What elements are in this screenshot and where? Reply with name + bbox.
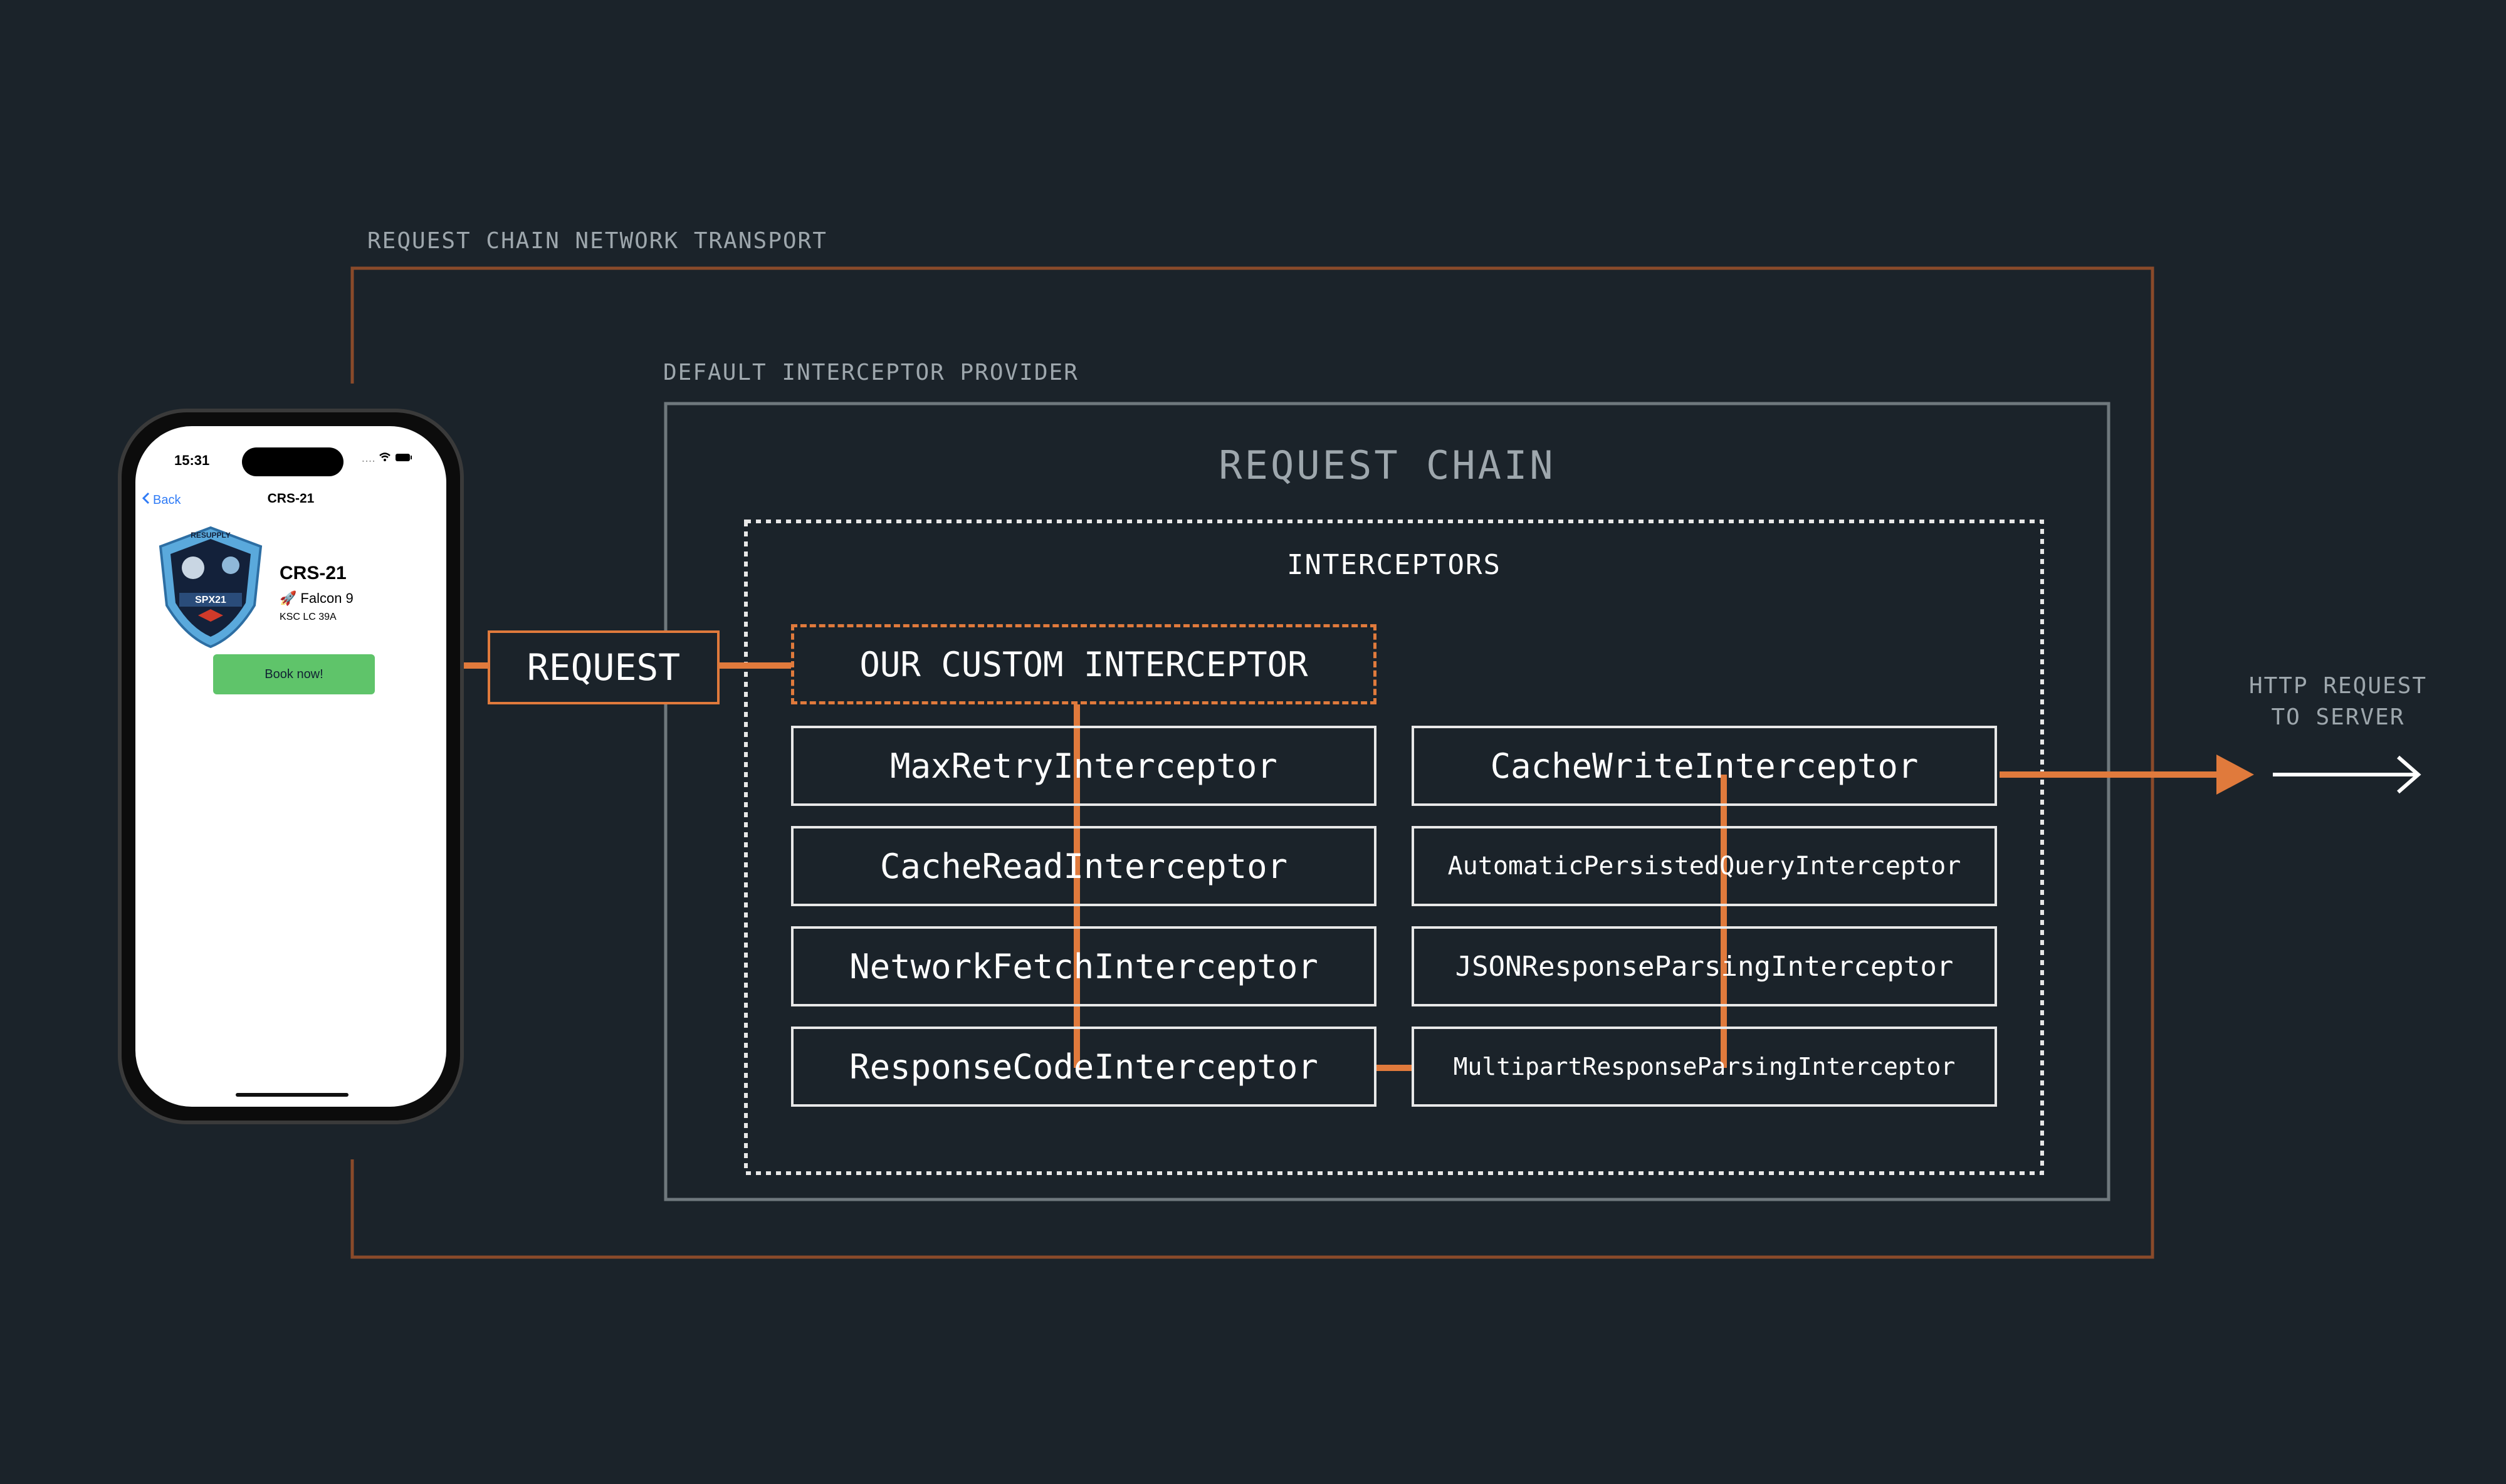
custom-interceptor-label: OUR CUSTOM INTERCEPTOR [859,644,1308,684]
interceptor-label: CacheReadInterceptor [879,846,1288,886]
custom-interceptor-box: OUR CUSTOM INTERCEPTOR [791,624,1376,704]
interceptor-label: JSONResponseParsingInterceptor [1455,950,1954,983]
http-arrowhead [2397,755,2421,794]
mission-patch-icon: RESUPPLY SPX21 [159,526,263,649]
signal-dots: .... [361,451,375,465]
interceptor-box-apq: AutomaticPersistedQueryInterceptor [1412,826,1997,906]
interceptor-box-cache-write: CacheWriteInterceptor [1412,726,1997,806]
rocket-icon: 🚀 [280,590,297,606]
interceptor-label: MultipartResponseParsingInterceptor [1453,1053,1956,1080]
mission-name: CRS-21 [280,563,347,583]
request-label: REQUEST [527,646,681,689]
interceptor-box-max-retry: MaxRetryInterceptor [791,726,1376,806]
patch-center-text: SPX21 [195,595,226,605]
interceptor-label: AutomaticPersistedQueryInterceptor [1447,852,1961,880]
provider-label: DEFAULT INTERCEPTOR PROVIDER [663,360,1079,385]
interceptor-box-json-parsing: JSONResponseParsingInterceptor [1412,926,1997,1006]
http-label-line2: TO SERVER [2271,704,2405,730]
phone-mockup: 15:31 .... Back CRS-21 RESUPPLY SPX [118,409,464,1124]
interceptors-label: INTERCEPTORS [1287,549,1501,581]
interceptor-box-multipart-parsing: MultipartResponseParsingInterceptor [1412,1027,1997,1107]
book-now-button[interactable]: Book now! [213,654,375,694]
chevron-left-icon [142,491,150,509]
battery-icon [395,451,412,465]
status-icons: .... [362,451,412,466]
phone-screen: 15:31 .... Back CRS-21 RESUPPLY SPX [135,426,446,1107]
wifi-icon [379,451,395,465]
output-arrowhead [2216,755,2254,795]
interceptor-label: ResponseCodeInterceptor [849,1047,1318,1087]
http-label-line1: HTTP REQUEST [2248,673,2428,699]
rocket-name: Falcon 9 [300,590,354,606]
interceptor-box-cache-read: CacheReadInterceptor [791,826,1376,906]
request-box: REQUEST [488,630,720,704]
patch-top-text: RESUPPLY [191,531,231,540]
interceptor-box-response-code: ResponseCodeInterceptor [791,1027,1376,1107]
back-label: Back [153,493,181,507]
launch-site: KSC LC 39A [280,612,337,622]
outer-transport-label: REQUEST CHAIN NETWORK TRANSPORT [367,228,827,254]
interceptor-label: MaxRetryInterceptor [890,746,1277,786]
rocket-row: 🚀 Falcon 9 [280,590,354,607]
home-indicator [236,1093,349,1097]
back-button[interactable]: Back [142,491,181,509]
chain-title: REQUEST CHAIN [1219,442,1556,488]
interceptor-label: CacheWriteInterceptor [1490,746,1919,786]
status-time: 15:31 [174,452,210,468]
interceptor-label: NetworkFetchInterceptor [849,946,1318,986]
interceptor-box-network-fetch: NetworkFetchInterceptor [791,926,1376,1006]
dynamic-island [242,447,343,476]
nav-title: CRS-21 [267,491,315,506]
